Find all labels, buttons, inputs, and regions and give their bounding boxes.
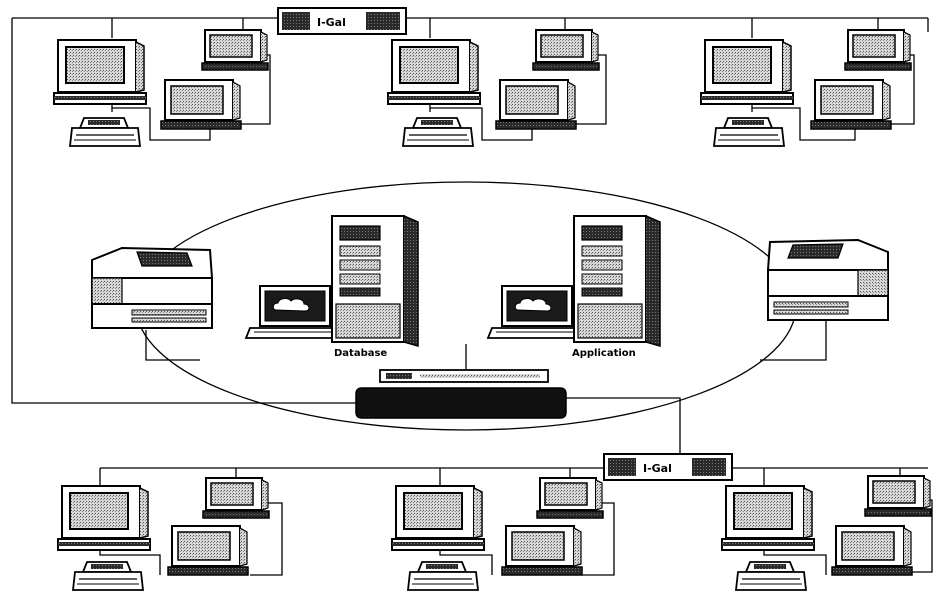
dot-matrix-printer-icon [72, 561, 144, 591]
desktop-computer-icon [387, 39, 481, 105]
desktop-computer-icon [391, 485, 485, 551]
top-backbone-cable [11, 18, 380, 404]
top-workgroup-right [700, 29, 912, 147]
monitor-icon [810, 79, 892, 130]
terminal-icon [536, 477, 604, 519]
laser-printer-right [767, 239, 889, 321]
dot-matrix-printer-icon [69, 117, 141, 147]
dot-matrix-printer-icon [402, 117, 474, 147]
top-workgroup-left [53, 29, 269, 147]
monitor-icon [495, 79, 577, 130]
terminal-icon [532, 29, 600, 71]
monitor-icon [160, 79, 242, 130]
terminal-icon [844, 29, 912, 71]
network-hub [379, 369, 549, 383]
database-server-icon [331, 215, 419, 347]
monitor-icon [167, 525, 249, 576]
desktop-computer-icon [700, 39, 794, 105]
laser-printer-left-icon [91, 247, 213, 329]
monitor-icon [501, 525, 583, 576]
top-network-switch: I-Gal [277, 7, 407, 35]
desktop-computer-icon [721, 485, 815, 551]
application-server-icon [573, 215, 661, 347]
bottom-network-switch: I-Gal [603, 453, 733, 481]
database-server-label: Database [334, 348, 387, 359]
dot-matrix-printer-icon [735, 561, 807, 591]
application-server-label: Application [572, 348, 636, 359]
bottom-switch-label: I-Gal [643, 462, 672, 475]
terminal-icon [201, 29, 269, 71]
network-router [355, 387, 567, 419]
top-workgroup-center [387, 29, 600, 147]
desktop-computer-icon [57, 485, 151, 551]
dot-matrix-printer-icon [407, 561, 479, 591]
top-switch-label: I-Gal [317, 16, 346, 29]
dot-matrix-printer-icon [713, 117, 785, 147]
terminal-icon [202, 477, 270, 519]
laptop-application-icon [487, 285, 585, 339]
laser-printer-right-icon [767, 239, 889, 321]
bottom-workgroup-center [391, 477, 604, 591]
bottom-workgroup-left [57, 477, 270, 591]
laptop-database-icon [245, 285, 343, 339]
monitor-icon [831, 525, 913, 576]
terminal-icon [864, 475, 932, 517]
desktop-computer-icon [53, 39, 147, 105]
